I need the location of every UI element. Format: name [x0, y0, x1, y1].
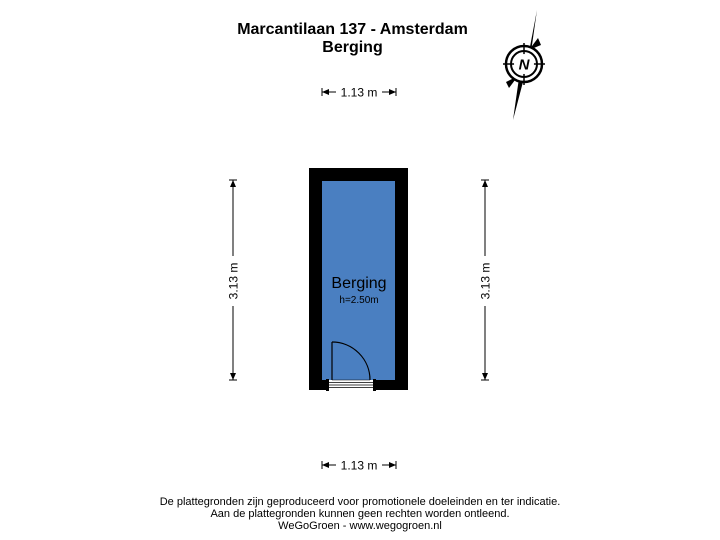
- disclaimer-line-1: De plattegronden zijn geproduceerd voor …: [159, 496, 561, 508]
- dimension-top-label: 1.13 m: [341, 86, 378, 100]
- room-height-label: h=2.50m: [339, 295, 378, 306]
- disclaimer-line-2: Aan de plattegronden kunnen geen rechten…: [210, 508, 510, 520]
- room-floor: [322, 181, 395, 380]
- compass-icon: N: [503, 10, 545, 120]
- compass-north-label: N: [519, 57, 531, 74]
- dimension-left: 3.13 m: [227, 179, 241, 381]
- dimension-left-label: 3.13 m: [227, 263, 241, 300]
- company-credit: WeGoGroen - www.wegogroen.nl: [278, 520, 442, 532]
- plan-address-title: Marcantilaan 137 - Amsterdam: [237, 21, 468, 38]
- dimension-right-label: 3.13 m: [479, 263, 493, 300]
- plan-floor-title: Berging: [322, 39, 383, 56]
- dimension-bottom: 1.13 m: [321, 459, 397, 473]
- dimension-bottom-label: 1.13 m: [341, 459, 378, 473]
- dimension-right: 3.13 m: [479, 179, 493, 381]
- dimension-top: 1.13 m: [321, 86, 397, 100]
- room-name-label: Berging: [331, 275, 386, 292]
- door: [326, 341, 376, 391]
